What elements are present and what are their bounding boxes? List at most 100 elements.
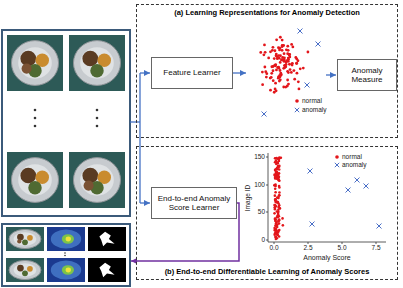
normal-point	[274, 224, 277, 227]
normal-point	[284, 86, 287, 89]
normal-point	[276, 230, 279, 233]
food-item	[27, 266, 33, 272]
normal-point	[277, 202, 280, 205]
ellipsis-dot	[96, 117, 99, 120]
normal-point	[294, 56, 297, 59]
normal-point	[293, 69, 296, 72]
normal-point	[280, 58, 283, 61]
normal-point	[278, 229, 281, 232]
food-item	[20, 168, 36, 184]
ellipsis-dot	[96, 109, 99, 112]
legend-text: normal	[302, 98, 322, 105]
tick	[274, 242, 275, 244]
normal-point	[273, 212, 276, 215]
food-item	[90, 64, 103, 77]
normal-point	[281, 58, 284, 61]
normal-point	[284, 65, 287, 68]
anomaly-point	[355, 178, 360, 183]
tick	[266, 212, 268, 213]
tick	[376, 242, 377, 244]
region-title: (a) Learning Representations for Anomaly…	[137, 8, 397, 17]
normal-point	[272, 79, 275, 82]
plate-center	[14, 232, 37, 245]
photo-background	[7, 152, 63, 208]
normal-point	[274, 194, 277, 197]
normal-point	[275, 89, 278, 92]
normal-point	[297, 80, 300, 83]
normal-point	[286, 70, 289, 73]
plate	[11, 158, 58, 203]
normal-point	[274, 205, 277, 208]
anomaly-point	[346, 188, 351, 193]
normal-point	[275, 54, 278, 57]
food-item	[22, 270, 28, 276]
normal-point	[282, 224, 285, 227]
normal-point	[274, 183, 277, 186]
normal-point	[278, 179, 281, 182]
anomaly-point	[310, 222, 315, 227]
normal-point	[259, 51, 262, 54]
flow-line	[130, 121, 140, 122]
anomaly-point	[308, 169, 313, 174]
mask-background	[88, 227, 126, 251]
plate	[9, 229, 41, 248]
normal-point	[293, 78, 296, 81]
anomaly-point	[346, 188, 351, 193]
photo-background	[6, 227, 44, 251]
normal-point	[276, 167, 279, 170]
normal-point	[273, 57, 276, 60]
anomaly-point	[335, 163, 339, 167]
tick-label: 7.5	[371, 245, 380, 252]
normal-point	[279, 54, 282, 57]
normal-point	[291, 64, 294, 67]
normal-point	[277, 66, 280, 69]
flow-arrow	[140, 202, 150, 203]
input-image-panel	[2, 30, 130, 216]
normal-point	[307, 51, 310, 54]
normal-point	[276, 66, 279, 69]
anomaly-point	[310, 222, 315, 227]
heatmap-plate	[51, 260, 81, 279]
normal-point	[286, 59, 289, 62]
normal-point	[276, 214, 279, 217]
anomaly-point	[316, 42, 321, 47]
normal-point	[277, 179, 280, 182]
normal-point	[279, 69, 282, 72]
normal-point	[274, 49, 277, 52]
normal-point	[273, 227, 276, 230]
anomaly-point	[305, 83, 310, 88]
mask-background	[88, 258, 126, 282]
plate	[9, 260, 41, 279]
normal-point	[295, 62, 298, 65]
region-title: (b) End-to-end Differentiable Learning o…	[137, 267, 397, 276]
normal-point	[271, 49, 274, 52]
box-label: Feature Learner	[163, 68, 220, 77]
ellipsis-dot	[96, 125, 99, 128]
normal-point	[263, 66, 266, 69]
anomaly-point	[308, 169, 313, 174]
plate	[73, 41, 120, 86]
normal-point	[274, 205, 277, 208]
normal-point	[277, 211, 280, 214]
box-label: End-to-end Anomaly Score Learner	[155, 194, 233, 212]
normal-point	[278, 191, 281, 194]
food-item	[27, 235, 33, 241]
tick	[266, 185, 268, 186]
normal-point	[272, 69, 275, 72]
normal-point	[264, 51, 267, 54]
ellipsis-dot	[34, 109, 37, 112]
anomaly-point	[335, 163, 339, 167]
anomaly-mask	[99, 263, 114, 277]
anomaly-point	[295, 108, 299, 112]
normal-point	[278, 206, 281, 209]
normal-point	[274, 199, 277, 202]
heatmap-background	[47, 258, 85, 282]
normal-point	[302, 67, 305, 70]
normal-point	[265, 72, 268, 75]
normal-point	[283, 52, 286, 55]
food-item	[17, 234, 24, 241]
normal-point	[263, 43, 266, 46]
tick-label: 5.0	[337, 245, 346, 252]
normal-point	[279, 78, 282, 81]
normal-point	[275, 69, 278, 72]
